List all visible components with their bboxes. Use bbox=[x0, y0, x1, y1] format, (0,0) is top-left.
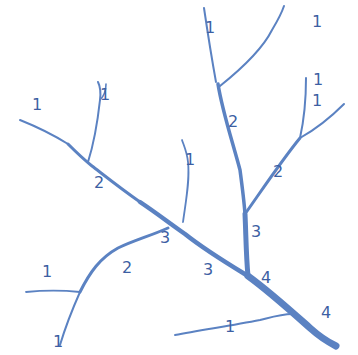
stream-order-number: 1 bbox=[225, 319, 235, 335]
stream-order-number: 3 bbox=[203, 262, 213, 278]
stream-order-number: 2 bbox=[122, 260, 132, 276]
stream-order-number: 2 bbox=[273, 164, 283, 180]
stream-order-number: 4 bbox=[321, 305, 331, 321]
stream-order-number: 1 bbox=[53, 334, 63, 350]
stream-order-number: 3 bbox=[160, 230, 170, 246]
stream-order-number: 1 bbox=[185, 152, 195, 168]
stream-order-number: 1 bbox=[32, 97, 42, 113]
stream-order-number: 4 bbox=[261, 270, 271, 286]
stream-order-number: 2 bbox=[228, 114, 238, 130]
stream-order-number: 1 bbox=[42, 264, 52, 280]
stream-order-number: 1 bbox=[312, 93, 322, 109]
stream-order-number: 3 bbox=[251, 224, 261, 240]
stream-order-number: 1 bbox=[100, 87, 110, 103]
stream-order-number: 1 bbox=[313, 72, 323, 88]
stream-order-number: 2 bbox=[94, 175, 104, 191]
stream-order-number: 1 bbox=[312, 14, 322, 30]
stream-order-number: 1 bbox=[205, 20, 215, 36]
